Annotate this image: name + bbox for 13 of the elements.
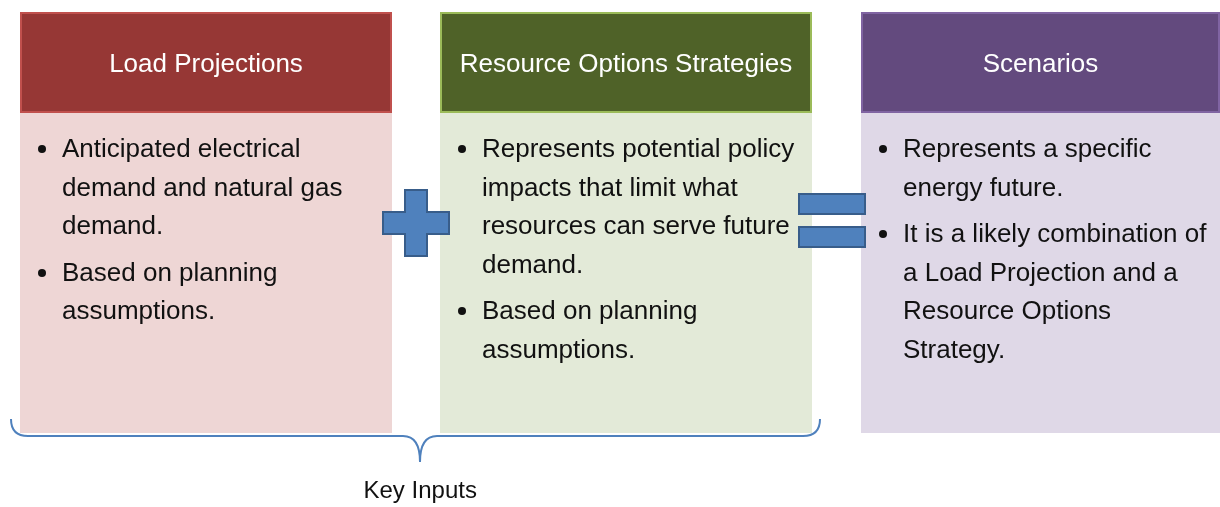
bullet-text: Represents potential policy impacts that limit what resources can serve future demand. — [482, 133, 795, 279]
card-header: Resource Options Strategies — [440, 12, 812, 113]
card-header: Load Projections — [20, 12, 392, 113]
info-card — [440, 12, 812, 433]
info-card — [861, 12, 1220, 433]
info-card — [20, 12, 392, 433]
card-header: Scenarios — [861, 12, 1220, 113]
bullet-text: Anticipated electrical demand and natural gas demand. — [62, 133, 343, 240]
bullet-text: Based on planning assumptions. — [62, 256, 278, 325]
bullet-text: Represents a specific energy future. — [903, 133, 1152, 202]
bullet-text: Based on planning assumptions. — [482, 295, 698, 364]
bracket-label: Key Inputs — [363, 476, 477, 504]
bullet-text: It is a likely combination of a Load Projection and a Resource Options Strategy. — [903, 218, 1207, 364]
